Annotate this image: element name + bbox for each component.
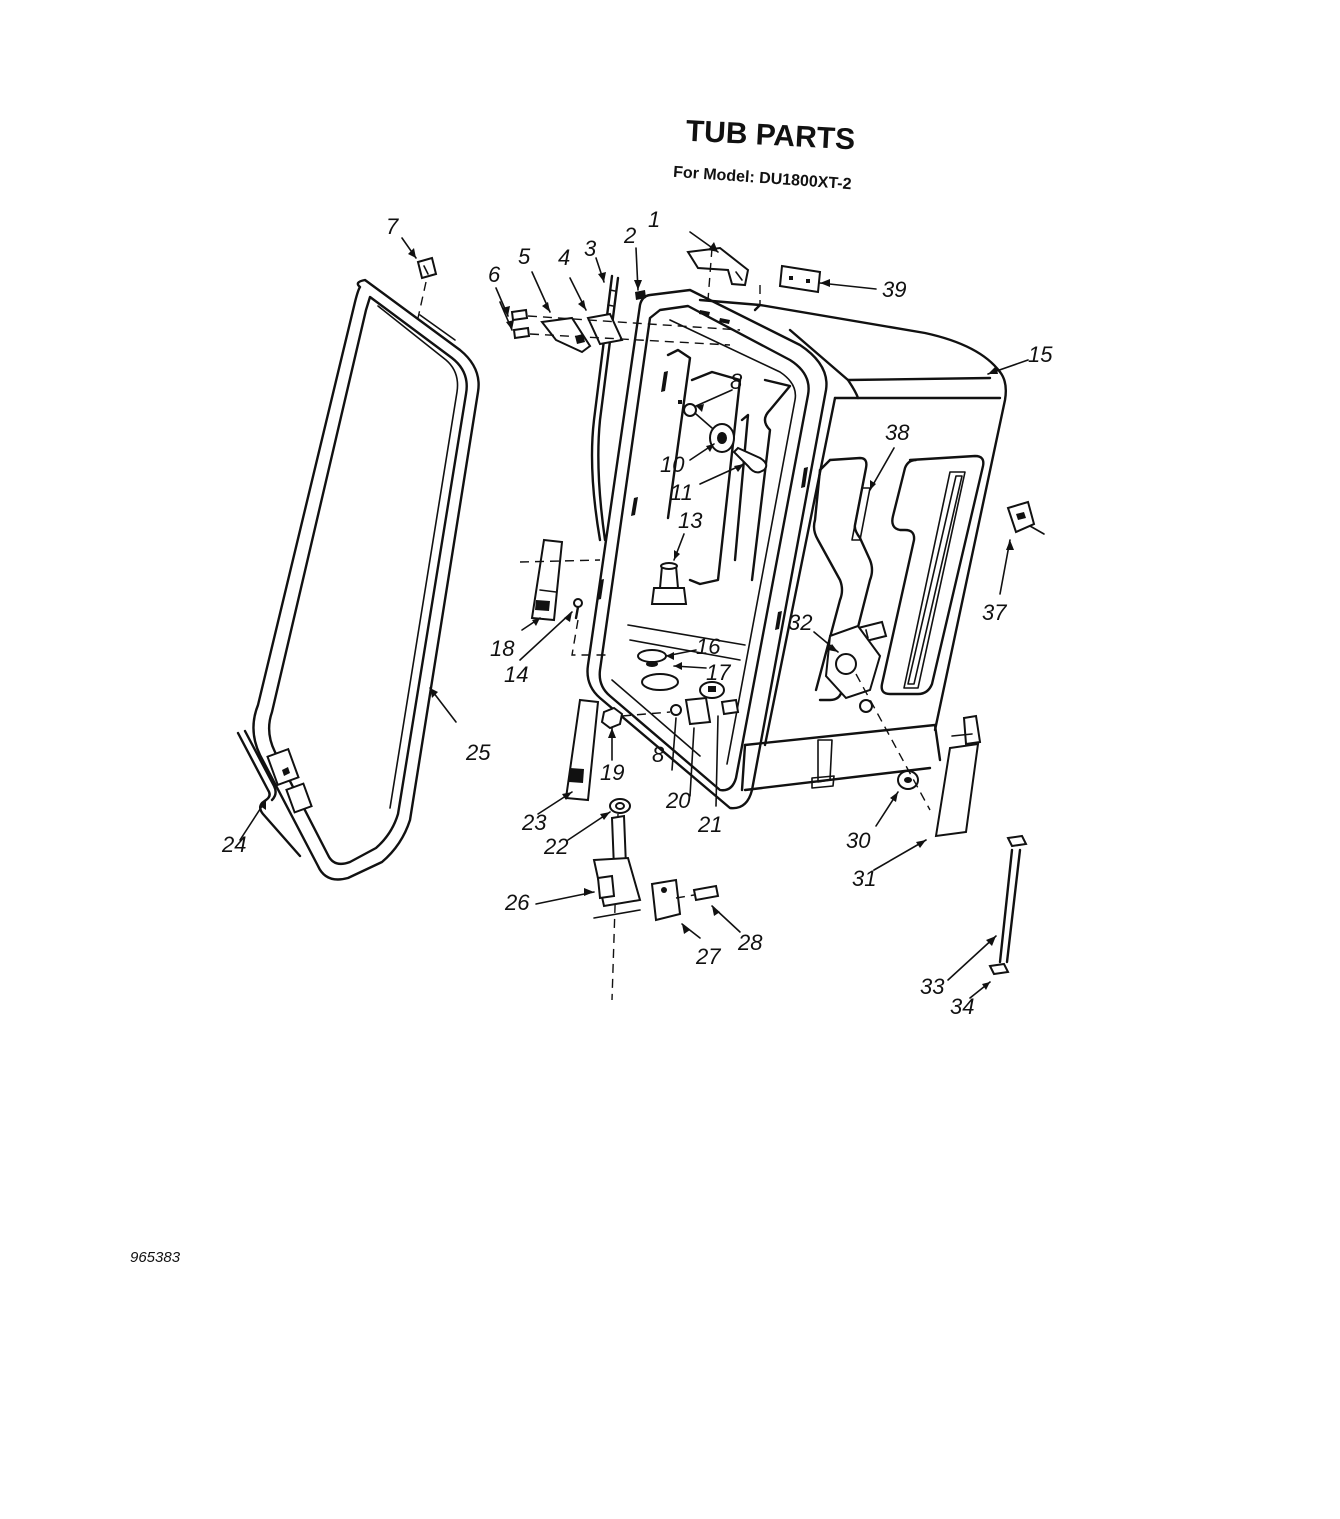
tub-front-frame <box>586 288 828 810</box>
hinge-block <box>650 878 682 922</box>
callout-4: 4 <box>558 245 570 270</box>
callout-28: 28 <box>737 930 763 955</box>
callout-7: 7 <box>386 214 399 239</box>
callout-17: 17 <box>706 660 731 685</box>
lower-hinge-bracket <box>592 814 642 919</box>
callout-33: 33 <box>920 974 945 999</box>
callout-30: 30 <box>846 828 871 853</box>
washer <box>609 798 631 814</box>
tub-body <box>698 298 1008 792</box>
callout-34: 34 <box>950 994 974 1019</box>
lower-latch <box>564 698 600 802</box>
callout-39: 39 <box>882 277 906 302</box>
callout-25: 25 <box>465 740 491 765</box>
pin <box>573 598 583 620</box>
callout-6: 6 <box>488 262 501 287</box>
side-latch <box>530 538 564 622</box>
callout-labels: 1 2 3 4 5 6 7 39 15 8 10 11 13 38 37 32 … <box>221 207 1053 1019</box>
tub-plate <box>778 264 822 294</box>
callout-20: 20 <box>665 788 691 813</box>
gasket-clip <box>416 256 438 280</box>
diagram-subtitle: For Model: DU1800XT-2 <box>673 164 853 193</box>
screw <box>635 290 646 300</box>
door-gasket <box>252 278 480 881</box>
callout-16: 16 <box>696 634 721 659</box>
callout-26: 26 <box>504 890 530 915</box>
callout-19: 19 <box>600 760 624 785</box>
tub-rod <box>988 834 1028 976</box>
nut <box>600 706 624 730</box>
callout-8-upper: 8 <box>730 369 743 394</box>
callout-31: 31 <box>852 866 876 891</box>
diagram-title: TUB PARTS <box>685 115 856 157</box>
upper-hinge <box>540 312 624 354</box>
lower-fittings <box>637 649 740 726</box>
callout-18: 18 <box>490 636 515 661</box>
tub-side-clip <box>1006 500 1036 534</box>
callout-13: 13 <box>678 508 703 533</box>
callout-32: 32 <box>788 610 812 635</box>
callout-8-lower: 8 <box>652 742 665 767</box>
top-hinge-bracket <box>686 246 750 287</box>
side-bracket <box>934 714 982 838</box>
callout-5: 5 <box>518 244 531 269</box>
document-number: 965383 <box>130 1249 181 1266</box>
callout-21: 21 <box>697 812 722 837</box>
callout-15: 15 <box>1028 342 1053 367</box>
callout-10: 10 <box>660 452 685 477</box>
callout-38: 38 <box>885 420 910 445</box>
callout-3: 3 <box>584 236 597 261</box>
door-rod <box>236 729 302 858</box>
callout-11: 11 <box>670 480 693 505</box>
callout-24: 24 <box>221 832 246 857</box>
callout-23: 23 <box>521 810 547 835</box>
callout-14: 14 <box>504 662 528 687</box>
gasket-bottom-clip <box>266 747 313 814</box>
hinge-screws <box>510 308 531 340</box>
callout-1: 1 <box>648 207 660 232</box>
callout-22: 22 <box>543 834 568 859</box>
arrowheads <box>260 242 1014 990</box>
upper-spray-fitting <box>678 400 768 474</box>
drain-fittings <box>824 624 919 790</box>
callout-2: 2 <box>623 223 636 248</box>
hinge-bolt <box>692 884 720 902</box>
spray-nozzle <box>650 562 688 605</box>
callout-27: 27 <box>695 944 721 969</box>
callout-37: 37 <box>982 600 1007 625</box>
